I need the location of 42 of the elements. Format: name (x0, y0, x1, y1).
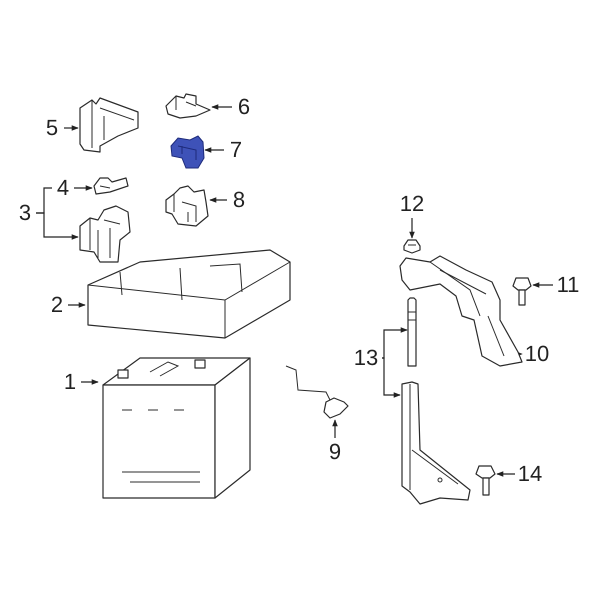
callout-number: 11 (556, 274, 580, 296)
bracket-drawing (400, 380, 472, 506)
sensor-cable-drawing (283, 364, 350, 420)
callout-number: 8 (232, 189, 246, 211)
leader-line (211, 104, 232, 110)
callout-number: 1 (64, 371, 76, 393)
clamp-drawing (164, 92, 212, 120)
leader-line (382, 357, 401, 398)
leader-line (332, 419, 338, 438)
leader-line (496, 471, 515, 477)
cap-drawing (92, 176, 130, 195)
callout-number: 7 (230, 139, 242, 161)
leader-line (204, 147, 224, 153)
callout-number: 12 (400, 193, 424, 215)
terminal-cover-drawing (78, 98, 140, 152)
fuse-holder-drawing (78, 206, 132, 264)
callout-number: 14 (518, 463, 542, 485)
leader-line (81, 379, 99, 385)
stud-drawing (407, 297, 417, 367)
hold-down-bracket-drawing (398, 254, 522, 367)
leader-line (36, 212, 79, 240)
leader-line (74, 185, 93, 191)
leader-line (64, 125, 79, 131)
leader-line (518, 352, 523, 356)
leader-line (382, 327, 408, 359)
highlighted-clamp-drawing (169, 134, 205, 170)
terminal-cover-drawing (164, 185, 210, 227)
callout-number: 2 (50, 294, 64, 316)
callout-number: 5 (46, 117, 58, 139)
bolt-drawing (474, 464, 497, 496)
callout-number: 10 (524, 343, 550, 365)
leader-line (68, 302, 86, 308)
nut-drawing (402, 238, 422, 254)
callout-number: 9 (328, 441, 342, 463)
leader-line (409, 218, 415, 239)
leader-line (532, 282, 553, 288)
callout-number: 3 (18, 202, 32, 224)
leader-line (209, 197, 227, 203)
callout-number: 6 (238, 96, 250, 118)
callout-number: 4 (56, 177, 70, 199)
callout-number: 13 (354, 347, 378, 369)
battery-cover-drawing (85, 248, 292, 341)
